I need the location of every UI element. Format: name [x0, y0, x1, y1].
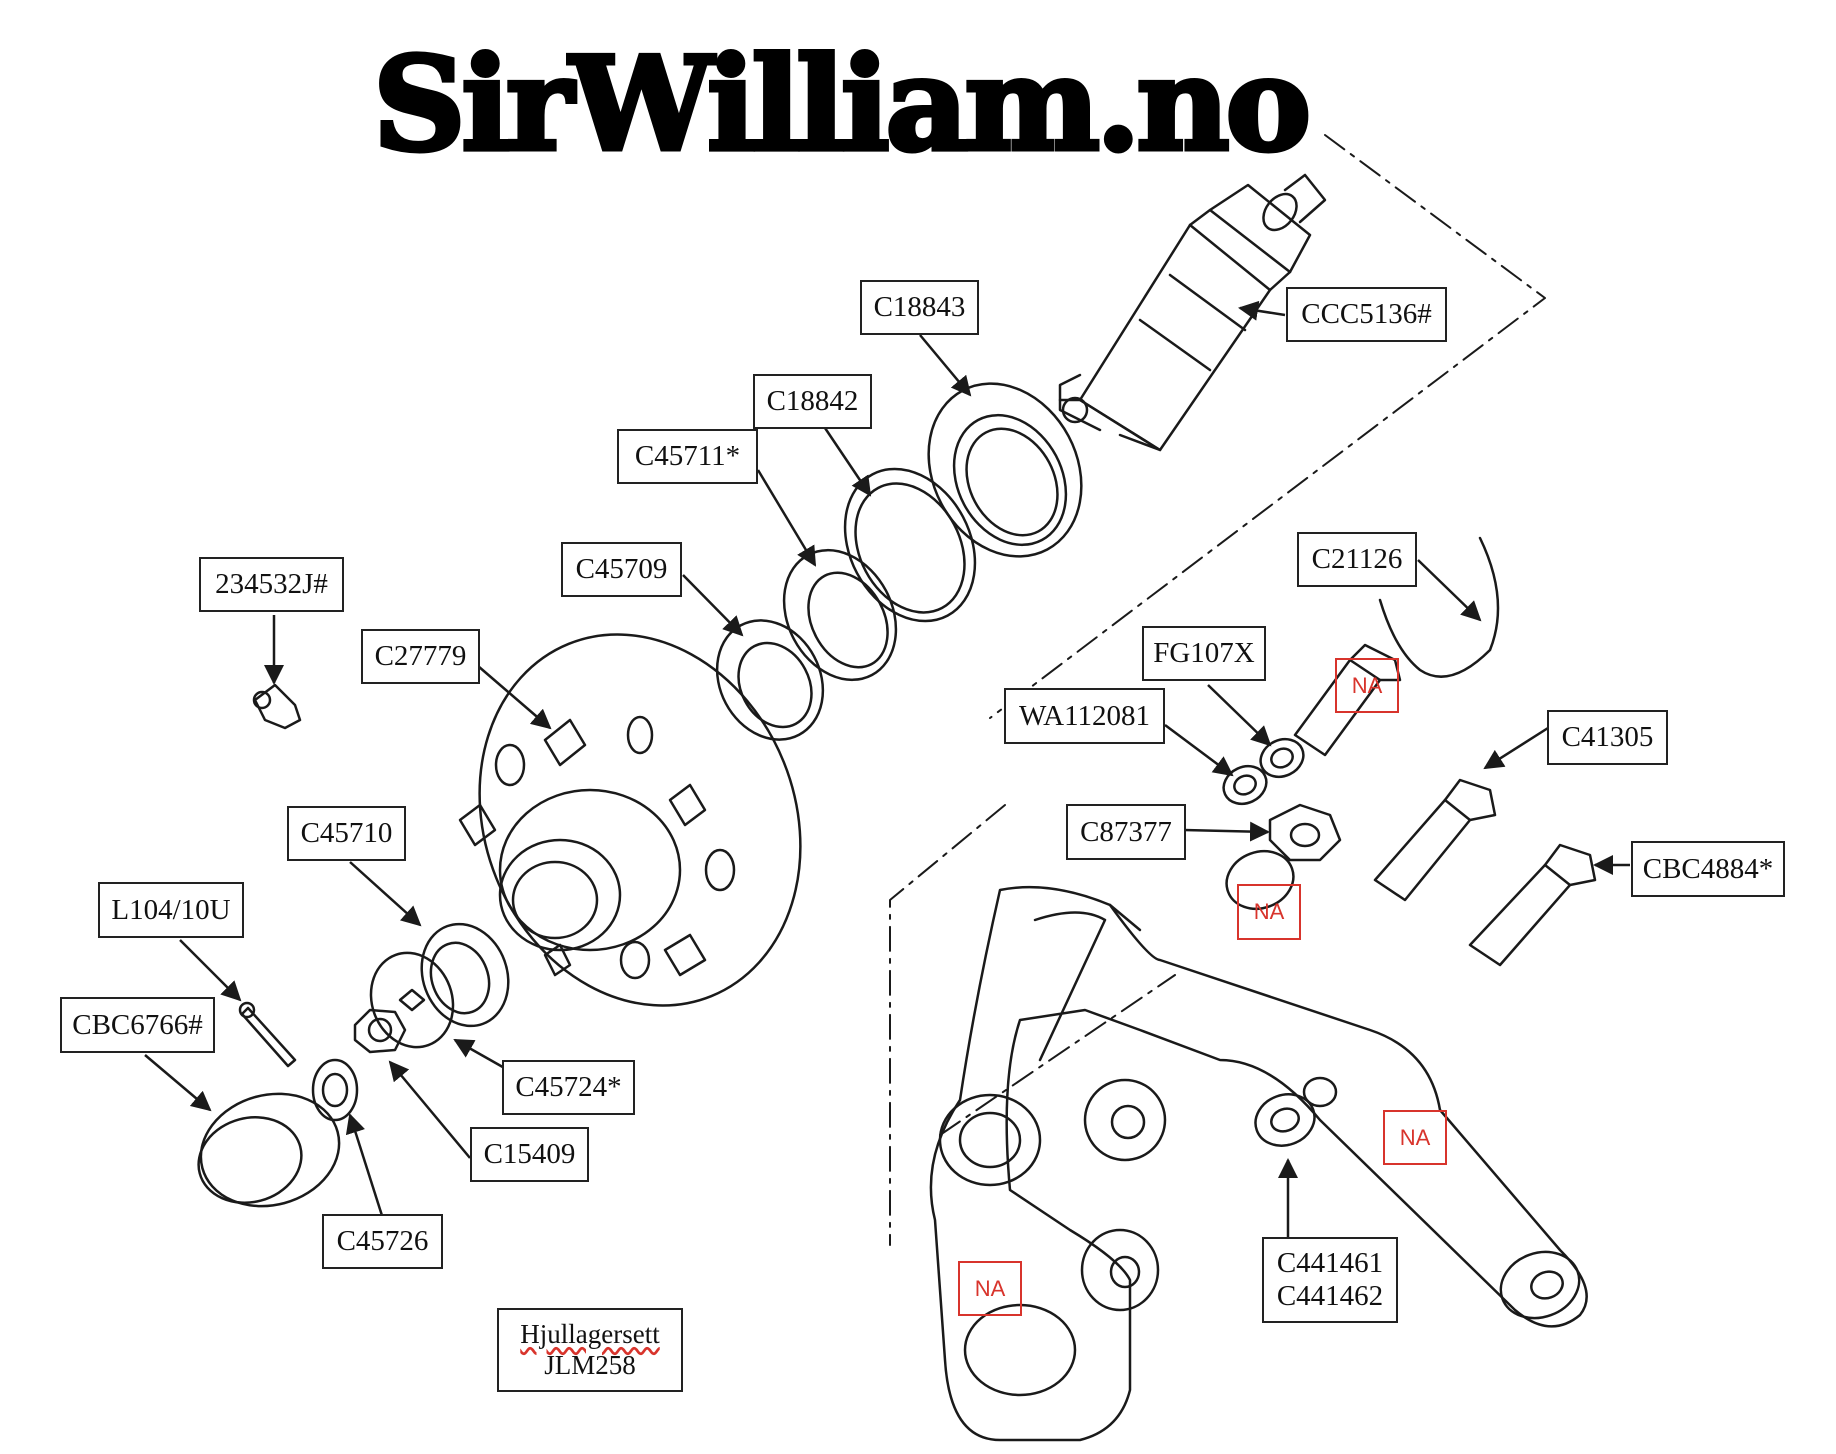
leader-cbc6766	[144, 1054, 212, 1112]
callout-c18842: C18842	[753, 374, 872, 429]
callout-cbc6766: CBC6766#	[60, 997, 215, 1053]
callout-c45711: C45711*	[617, 429, 758, 484]
leader-fg107x	[1207, 684, 1272, 747]
callout-c27779: C27779	[361, 629, 480, 684]
leader-c21126	[1417, 559, 1482, 622]
bolt-top-drawing	[1293, 643, 1402, 757]
washer-under-nut	[1225, 849, 1295, 911]
bearing-c45711	[782, 548, 898, 682]
nut-retainer-c45726	[311, 1058, 359, 1122]
na-marker: NA	[1335, 658, 1399, 713]
grease-nipple-drawing	[252, 683, 302, 730]
bearing-cup-c18842	[843, 467, 977, 623]
leader-l104	[179, 939, 242, 1002]
nut-c87377	[1268, 803, 1342, 862]
callout-c45724: C45724*	[502, 1060, 635, 1115]
callout-fg107x: FG107X	[1142, 626, 1266, 681]
wheel-bearing-kit-box: Hjullagersett JLM258	[497, 1308, 683, 1392]
bolt-cbc4884	[1468, 843, 1597, 967]
leader-ccc5136	[1238, 300, 1286, 321]
callout-c441461-line: C441461	[1276, 1246, 1384, 1279]
washer-c45724	[369, 951, 455, 1049]
spring-washer-fg107x	[1259, 737, 1305, 779]
axis-line	[889, 134, 1546, 1246]
callout-c15409: C15409	[470, 1127, 589, 1182]
leader-c45709	[682, 574, 744, 637]
nut-c15409	[353, 1008, 407, 1054]
leader-c45711	[756, 469, 817, 567]
callout-wa112081: WA112081	[1004, 688, 1165, 744]
kingpin-drawing	[1058, 173, 1327, 452]
callout-c441461-c441462: C441461 C441462	[1262, 1237, 1398, 1323]
kit-name: Hjullagersett	[520, 1318, 660, 1349]
leader-c45724	[453, 1038, 509, 1072]
callout-ccc5136: CCC5136#	[1286, 287, 1447, 342]
callout-cbc4884: CBC4884*	[1631, 841, 1785, 897]
wheel-hub-drawing	[458, 633, 802, 1007]
leader-c45710	[349, 861, 422, 927]
leader-c18843	[919, 334, 972, 397]
callout-c45710: C45710	[287, 806, 406, 861]
stub-axle-steering-arm	[929, 885, 1588, 1442]
callout-c41305: C41305	[1547, 710, 1668, 765]
leader-c45726	[345, 1113, 387, 1226]
leader-c87377	[1183, 821, 1270, 842]
leader-c27779	[477, 665, 552, 730]
callout-c45726: C45726	[322, 1214, 443, 1269]
washer-c441461	[1254, 1093, 1316, 1147]
spring-ring-c21126	[1378, 536, 1500, 678]
leader-wa112081	[1164, 723, 1234, 777]
na-marker: NA	[1383, 1110, 1447, 1165]
callout-c441462-line: C441462	[1276, 1280, 1384, 1312]
callout-c45709: C45709	[561, 542, 682, 597]
callout-c87377: C87377	[1066, 804, 1186, 860]
washer-wa112081	[1222, 764, 1268, 806]
leader-c15409	[388, 1060, 471, 1159]
grease-cap-cbc6766	[197, 1092, 341, 1208]
site-title: SirWilliam.no	[371, 28, 1314, 183]
bearing-c45710	[420, 922, 510, 1028]
leader-c18842	[823, 427, 872, 497]
na-marker: NA	[1237, 884, 1301, 940]
seal-ring-c18843	[927, 382, 1083, 558]
na-marker: NA	[958, 1261, 1022, 1316]
split-pin-l104	[238, 1001, 297, 1068]
callout-c21126: C21126	[1297, 532, 1417, 587]
leader-c41305	[1483, 726, 1549, 770]
bolt-c41305	[1373, 778, 1497, 902]
callout-c18843: C18843	[860, 280, 979, 335]
callout-234532j: 234532J#	[199, 557, 344, 612]
kit-part-number: JLM258	[544, 1350, 636, 1380]
callout-l104-10u: L104/10U	[98, 882, 244, 938]
